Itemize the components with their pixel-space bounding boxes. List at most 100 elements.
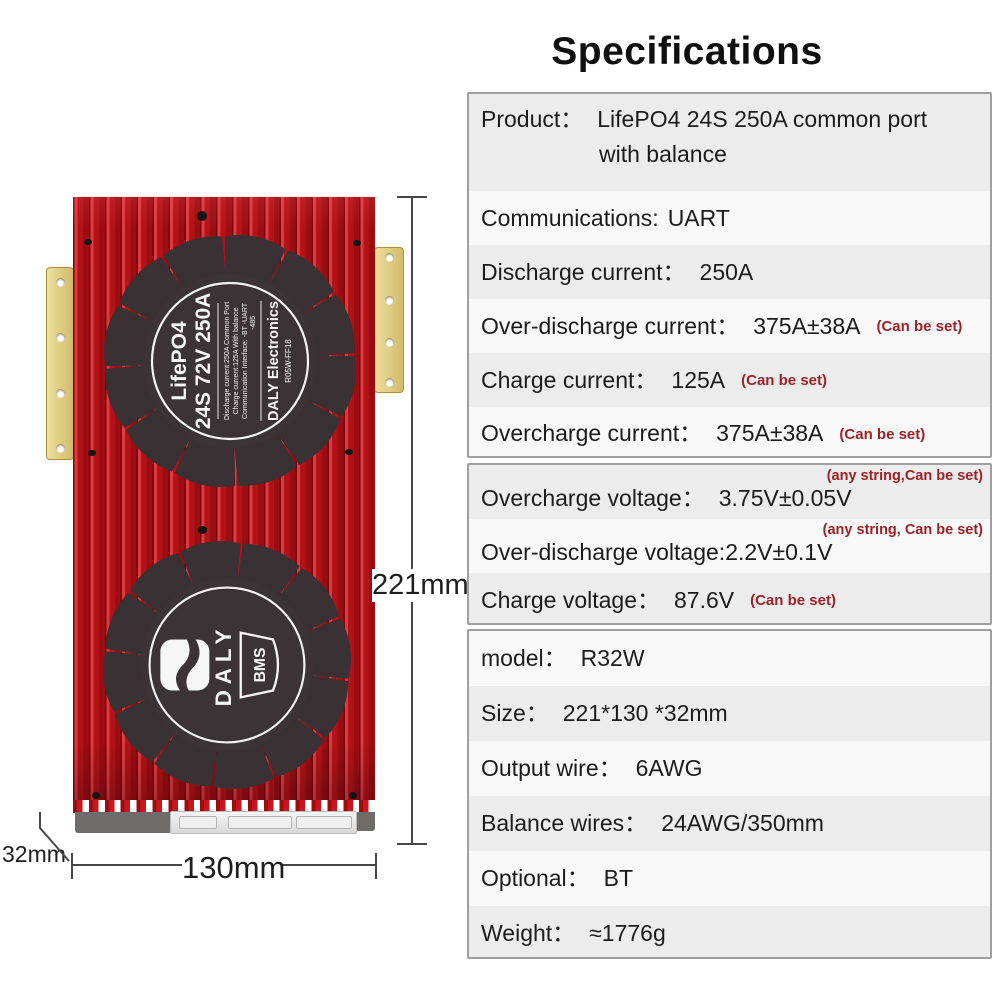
spec-label: Charge voltage： [481, 586, 660, 613]
mounting-tab-left [46, 267, 74, 460]
daly-wordmark: DALY [211, 624, 236, 707]
spec-label: Charge current： [481, 366, 658, 393]
base-block-left [75, 812, 172, 833]
spec-section-voltage: (any string,Can be set) Overcharge volta… [467, 463, 992, 625]
spec-value: 24AWG/350mm [661, 810, 824, 837]
spec-label: Discharge current： [481, 258, 686, 285]
fan-label-product: LifePO4 [168, 321, 191, 401]
mounting-hole [385, 378, 394, 387]
spec-row-discharge-current: Discharge current： 250A [469, 245, 990, 299]
spec-label: Overcharge current： [481, 420, 703, 447]
screw-dot [345, 449, 353, 455]
base-block-right [355, 812, 375, 831]
spec-row-overcharge-current: Overcharge current： 375A±38A (Can be set… [469, 407, 990, 456]
spec-value: 3.75V±0.05V [718, 484, 852, 511]
screw-dot [198, 526, 207, 534]
spec-label: Optional： [481, 865, 590, 892]
dimension-width-tick-right [375, 853, 377, 879]
screw-dot [349, 792, 357, 799]
spec-label: Balance wires： [481, 810, 648, 837]
spec-row-product: Product： LifePO4 24S 250A common port wi… [469, 94, 990, 191]
spec-value: 375A±38A [716, 420, 824, 447]
bms-wordmark: BMS [252, 648, 269, 683]
fan-label-spec: 24S 72V 250A [192, 293, 215, 430]
spec-label: Overcharge voltage： [481, 484, 705, 511]
fan-label-small-line: Communication Interface: -BT -UART [242, 302, 249, 419]
spec-value: 87.6V [674, 586, 735, 613]
bms-shield [239, 631, 280, 699]
spec-row-overcharge-voltage: (any string,Can be set) Overcharge volta… [469, 465, 990, 519]
screw-dot [84, 239, 92, 245]
spec-value: 375A±38A [753, 312, 861, 339]
mounting-hole [56, 278, 65, 287]
dimension-width-label: 130mm [182, 850, 286, 885]
screw-dot [353, 240, 361, 246]
spec-row-communications: Communications: UART [469, 191, 990, 245]
fan-label-disc [143, 274, 317, 448]
daly-bms-logo: DALY BMS [160, 624, 280, 707]
spec-topnote: (any string, Can be set) [822, 522, 983, 538]
connector-port [296, 816, 352, 829]
screw-dot [92, 792, 100, 799]
fan-label-brand: DALY Electronics [266, 301, 282, 421]
spec-value-line2: with balance [599, 141, 727, 168]
spec-label: Over-discharge current： [481, 312, 740, 339]
spec-label: Communications: [481, 204, 659, 231]
page-title: Specifications [551, 30, 823, 73]
mounting-hole [56, 333, 65, 342]
spec-label: model： [481, 645, 567, 672]
spec-value: 125A [671, 366, 726, 393]
fan-label-code: R05W-FF18 [284, 339, 293, 383]
spec-label: Size： [481, 700, 549, 727]
spec-label: Weight： [481, 920, 576, 947]
spec-value: LifePO4 24S 250A common port [597, 106, 928, 132]
spec-value: ≈1776g [589, 920, 666, 947]
spec-note: (Can be set) [839, 425, 926, 443]
spec-row-charge-voltage: Charge voltage： 87.6V (Can be set) [469, 573, 990, 623]
spec-topnote: (any string,Can be set) [826, 468, 983, 484]
spec-section-current: Product： LifePO4 24S 250A common port wi… [467, 92, 992, 458]
spec-label: Over-discharge voltage: [481, 538, 726, 565]
spec-label: Output wire： [481, 755, 622, 782]
spec-note: (Can be set) [741, 372, 827, 390]
spec-row-charge-current: Charge current： 125A (Can be set) [469, 353, 990, 407]
spec-value: 221*130 *32mm [562, 700, 728, 727]
spec-section-physical: model： R32W Size： 221*130 *32mm Output w… [467, 629, 992, 959]
mounting-hole [385, 253, 394, 262]
spec-row-size: Size： 221*130 *32mm [469, 686, 990, 741]
spec-value: R32W [580, 645, 645, 672]
connector-port [228, 816, 292, 829]
dimension-depth-label: 32mm [2, 841, 66, 867]
power-connector-strip [170, 811, 357, 834]
mounting-hole [56, 444, 65, 453]
mounting-hole [56, 389, 65, 398]
fan-label-top: LifePO4 24S 72V 250A Discharge current:2… [168, 293, 293, 430]
cooling-fans: LifePO4 24S 72V 250A Discharge current:2… [60, 235, 380, 795]
spec-note: (Can be set) [750, 592, 836, 610]
spec-row-over-discharge-current: Over-discharge current： 375A±38A (Can be… [469, 299, 990, 353]
fan-label-small-line: Discharge current:250A Common Port [224, 302, 231, 420]
spec-value: 6AWG [635, 755, 703, 782]
fan-label-small-line: -485 [250, 316, 257, 330]
dimension-height-tick-top [397, 196, 427, 198]
daly-logo-mark [160, 639, 210, 691]
spec-label: Product： [481, 106, 584, 132]
fan-label-disc [140, 578, 314, 752]
screw-dot [197, 211, 207, 221]
connector-port [179, 816, 217, 829]
cooling-fan-top: LifePO4 24S 72V 250A Discharge current:2… [79, 235, 380, 512]
spec-row-over-discharge-voltage: (any string, Can be set) Over-discharge … [469, 519, 990, 573]
spec-row-weight: Weight： ≈1776g [469, 906, 990, 957]
screw-dot [88, 450, 96, 456]
spec-note: (Can be set) [876, 318, 963, 336]
mounting-hole [385, 296, 394, 305]
spec-value: 250A [699, 258, 754, 285]
spec-row-model: model： R32W [469, 631, 990, 686]
depth-leader-line [39, 812, 70, 862]
fan-label-small-line: Charge current:125A With balance [233, 307, 240, 414]
spec-value: UART [667, 204, 730, 231]
dimension-height-label: 221mm [372, 569, 469, 602]
spec-value: BT [603, 865, 634, 892]
dimension-width-tick-left [71, 853, 73, 879]
spec-row-output-wire: Output wire： 6AWG [469, 741, 990, 796]
